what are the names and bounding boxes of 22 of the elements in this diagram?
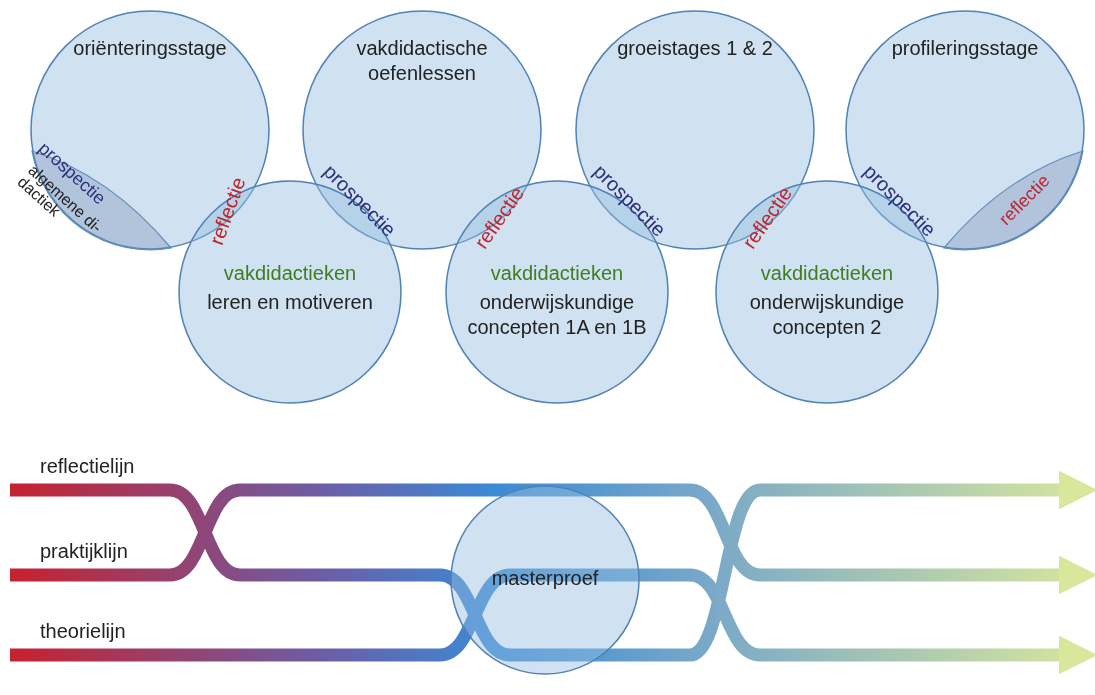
subject-title: vakdidactieken <box>759 260 895 286</box>
circle <box>450 485 640 675</box>
circle-title: profileringsstage <box>890 36 1040 62</box>
circle-title: oriënteringsstage <box>72 36 228 62</box>
line-label: theorielijn <box>10 620 126 648</box>
circle-title: vakdidactische oefenlessen <box>355 36 489 87</box>
subject-title: vakdidactieken <box>222 260 358 286</box>
line-label: praktijklijn <box>10 540 128 568</box>
circle <box>302 10 542 250</box>
overlap-label: reflectie <box>205 174 251 248</box>
circle-text: onderwijskundige concepten 1A en 1B <box>467 289 647 340</box>
arrow <box>10 470 1095 662</box>
circle-text: onderwijskundige concepten 2 <box>748 289 906 340</box>
circle-text: leren en motiveren <box>206 289 374 315</box>
subject-title: vakdidactieken <box>489 260 625 286</box>
circle-title: masterproef <box>490 565 600 591</box>
circle <box>845 10 1085 250</box>
line-label: reflectielijn <box>10 455 135 483</box>
arrow <box>10 568 1095 675</box>
circle <box>575 10 815 250</box>
arrow <box>10 483 1095 595</box>
circle-title: groeistages 1 & 2 <box>616 36 774 62</box>
